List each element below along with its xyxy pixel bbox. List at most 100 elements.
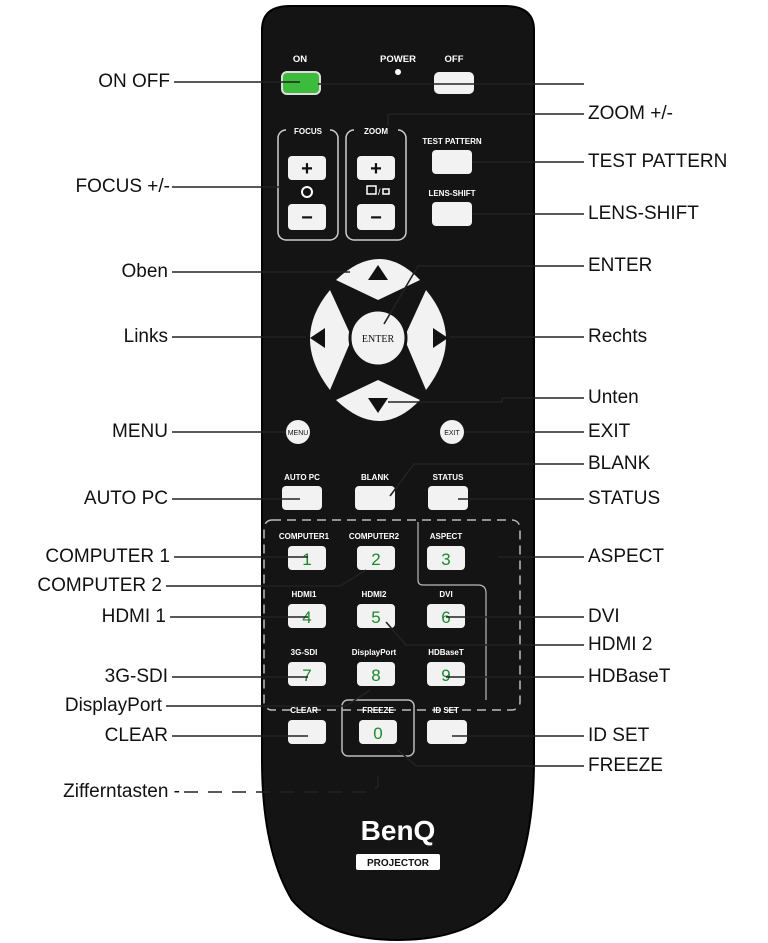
callout-aspect: ASPECT xyxy=(588,546,665,567)
sdi-caption: 3G-SDI xyxy=(291,648,318,657)
key-5[interactable] xyxy=(357,604,395,628)
callout-freeze: FREEZE xyxy=(588,755,663,776)
callout-hdbaset: HDBaseT xyxy=(588,666,671,687)
brand-logo: BenQ xyxy=(361,815,436,846)
key-8[interactable] xyxy=(357,662,395,686)
enter-button[interactable] xyxy=(348,308,408,368)
on-caption: ON xyxy=(293,54,307,65)
digit-2: 2 xyxy=(371,550,380,569)
digit-7: 7 xyxy=(302,666,311,685)
callout-clear: CLEAR xyxy=(104,725,168,746)
callout-test-pattern: TEST PATTERN xyxy=(588,151,728,172)
focus-icon xyxy=(301,186,313,198)
focus-minus-button[interactable] xyxy=(288,204,326,230)
exit-caption: EXIT xyxy=(444,430,460,437)
callout-focus: FOCUS +/- xyxy=(75,176,170,197)
key-6[interactable] xyxy=(427,604,465,628)
callout-rechts: Rechts xyxy=(588,326,648,347)
callout-menu: MENU xyxy=(112,421,168,442)
callout-auto-pc: AUTO PC xyxy=(83,488,168,509)
key-3[interactable] xyxy=(427,546,465,570)
hdmi1-caption: HDMI1 xyxy=(292,590,317,599)
callout-hdmi2: HDMI 2 xyxy=(588,634,653,655)
key-1[interactable] xyxy=(288,546,326,570)
focus-plus-button[interactable] xyxy=(288,156,326,180)
callout-id-set: ID SET xyxy=(588,725,650,746)
exit-button[interactable] xyxy=(440,420,464,444)
digit-1: 1 xyxy=(302,550,311,569)
hdbaset-caption: HDBaseT xyxy=(428,648,464,657)
focus-minus-glyph: − xyxy=(301,207,313,229)
digit-5: 5 xyxy=(371,608,380,627)
digit-8: 8 xyxy=(371,666,380,685)
id-set-caption: ID SET xyxy=(433,706,459,715)
callout-exit: EXIT xyxy=(588,421,631,442)
zoom-minus-glyph: − xyxy=(370,207,382,229)
key-4[interactable] xyxy=(288,604,326,628)
off-caption: OFF xyxy=(445,54,464,65)
test-pattern-caption: TEST PATTERN xyxy=(422,137,481,146)
svg-text:/: / xyxy=(378,187,381,197)
callout-lens-shift: LENS-SHIFT xyxy=(588,203,699,224)
computer1-caption: COMPUTER1 xyxy=(279,532,330,541)
lens-shift-button[interactable] xyxy=(432,202,472,226)
right-arrow-icon xyxy=(433,328,448,348)
key-0[interactable] xyxy=(359,720,397,744)
dvi-caption: DVI xyxy=(439,590,452,599)
right-button[interactable] xyxy=(404,290,446,390)
id-set-button[interactable] xyxy=(427,720,467,744)
up-arrow-icon xyxy=(368,265,388,280)
status-button[interactable] xyxy=(428,486,468,510)
freeze-caption: FREEZE xyxy=(362,706,394,715)
focus-caption: FOCUS xyxy=(294,127,323,136)
lens-shift-caption: LENS-SHIFT xyxy=(428,189,475,198)
callout-displayport: DisplayPort xyxy=(64,695,162,716)
brand-badge xyxy=(356,854,440,870)
digit-3: 3 xyxy=(441,550,450,569)
left-button[interactable] xyxy=(310,290,352,390)
leader-lines xyxy=(166,81,584,793)
displayport-caption: DisplayPort xyxy=(352,648,397,657)
zoom-plus-button[interactable] xyxy=(357,156,395,180)
numeric-keys-outline xyxy=(263,519,521,711)
blank-button[interactable] xyxy=(355,486,395,510)
computer2-caption: COMPUTER2 xyxy=(349,532,400,541)
callout-enter: ENTER xyxy=(588,255,653,276)
zoom-plus-glyph: + xyxy=(370,158,382,180)
callout-computer1: COMPUTER 1 xyxy=(45,546,170,567)
callout-status: STATUS xyxy=(588,488,661,509)
key-7[interactable] xyxy=(288,662,326,686)
zoom-large-icon xyxy=(366,185,377,195)
hdmi2-caption: HDMI2 xyxy=(362,590,387,599)
zoom-caption: ZOOM xyxy=(364,127,388,136)
power-indicator xyxy=(395,69,401,75)
brand-subtitle: PROJECTOR xyxy=(367,858,430,869)
clear-caption: CLEAR xyxy=(290,706,318,715)
callout-oben: Oben xyxy=(121,261,168,282)
freeze-outline xyxy=(341,699,415,757)
left-arrow-icon xyxy=(310,328,325,348)
clear-button[interactable] xyxy=(288,720,326,744)
digit-9: 9 xyxy=(441,666,450,685)
on-button[interactable] xyxy=(281,71,321,95)
status-caption: STATUS xyxy=(433,473,464,482)
callout-computer2: COMPUTER 2 xyxy=(37,575,162,596)
auto-pc-caption: AUTO PC xyxy=(284,473,320,482)
callout-zifferntasten: Zifferntasten - xyxy=(63,781,180,802)
zoom-minus-button[interactable] xyxy=(357,204,395,230)
menu-button[interactable] xyxy=(286,420,310,444)
test-pattern-button[interactable] xyxy=(432,150,472,174)
power-caption: POWER xyxy=(380,54,416,65)
callout-zoom: ZOOM +/- xyxy=(588,103,673,124)
off-button[interactable] xyxy=(434,72,474,94)
digit-0: 0 xyxy=(373,724,382,743)
key-9[interactable] xyxy=(427,662,465,686)
callout-hdmi1: HDMI 1 xyxy=(101,606,166,627)
key-2[interactable] xyxy=(357,546,395,570)
callout-unten: Unten xyxy=(588,387,639,408)
auto-pc-button[interactable] xyxy=(282,486,322,510)
menu-caption: MENU xyxy=(288,430,309,437)
down-arrow-icon xyxy=(368,398,388,413)
callout-blank: BLANK xyxy=(588,453,651,474)
